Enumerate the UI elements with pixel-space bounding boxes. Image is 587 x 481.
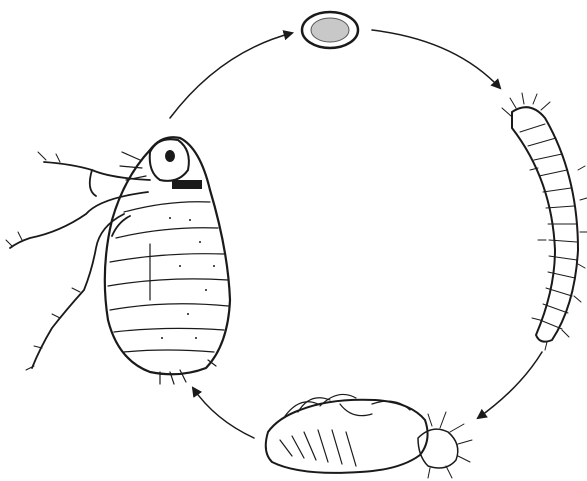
arrow-egg-to-larva — [372, 30, 500, 88]
arrow-adult-to-egg — [170, 33, 292, 118]
pupa-icon — [266, 394, 472, 478]
cycle-arrows — [170, 30, 542, 438]
arrow-larva-to-pupa — [478, 352, 542, 418]
egg-icon — [302, 12, 358, 48]
adult-flea-icon — [6, 137, 230, 384]
arrow-pupa-to-adult — [193, 388, 254, 438]
larva-icon — [502, 93, 587, 350]
